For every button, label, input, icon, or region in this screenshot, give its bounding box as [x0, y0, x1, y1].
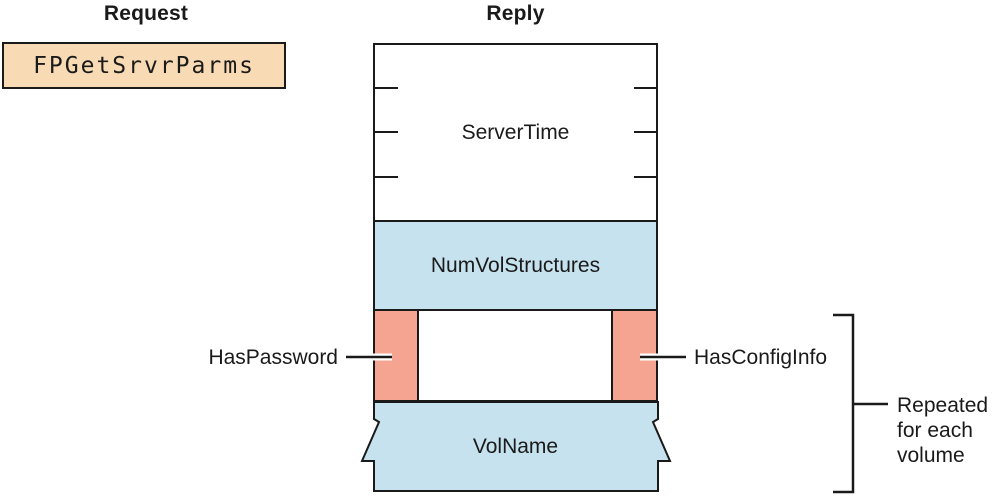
numvolstructures-field: NumVolStructures [373, 220, 658, 311]
haspassword-flag-box [375, 311, 419, 400]
servertime-label: ServerTime [461, 120, 570, 144]
repeat-bracket [833, 313, 888, 494]
request-command-label: FPGetSrvrParms [33, 52, 255, 79]
hasconfiginfo-flag-box [611, 311, 656, 400]
request-command-box: FPGetSrvrParms [2, 42, 286, 89]
hasconfiginfo-label: HasConfigInfo [694, 346, 828, 369]
servertime-field: ServerTime [373, 43, 658, 222]
repeat-annotation-line: for each [897, 419, 973, 442]
flags-row [373, 309, 658, 402]
repeat-annotation: Repeated for each volume [897, 393, 988, 468]
volname-field-label: VolName [373, 402, 658, 492]
request-header: Request [103, 2, 189, 25]
repeat-annotation-line: volume [897, 444, 965, 467]
repeat-annotation-line: Repeated [897, 394, 989, 417]
numvolstructures-label: NumVolStructures [430, 253, 601, 277]
volname-label: VolName [472, 435, 559, 458]
haspassword-label: HasPassword [208, 346, 338, 369]
reply-header: Reply [486, 2, 545, 25]
